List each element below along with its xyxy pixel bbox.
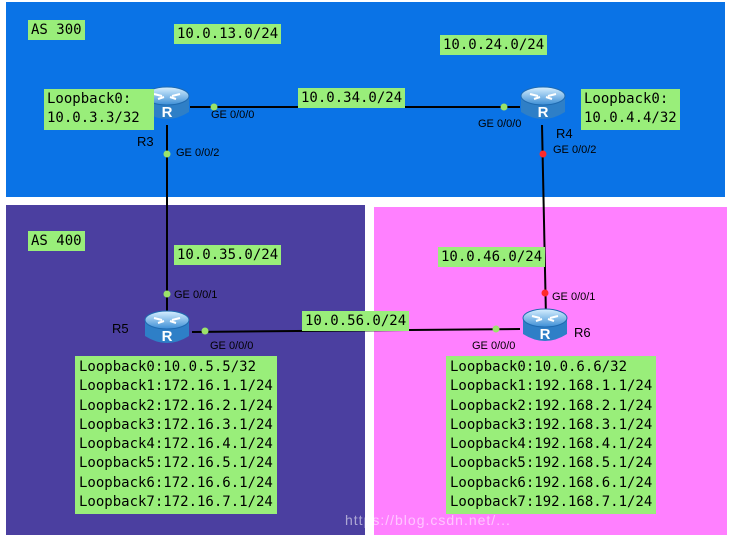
port-dot-r3-ge002 <box>163 150 171 158</box>
port-label: GE 0/0/0 <box>210 340 254 352</box>
loopback-entry: Loopback4:172.16.4.1/24 <box>79 436 273 453</box>
port-label: GE 0/0/2 <box>176 147 220 159</box>
router-name-r5: R5 <box>112 321 129 336</box>
router-icon[interactable]: R <box>142 84 192 126</box>
router-name-r4: R4 <box>556 126 573 141</box>
port-label: GE 0/0/1 <box>552 291 596 303</box>
loopback-entry: Loopback6:172.16.6.1/24 <box>79 474 273 491</box>
loopback-entry: Loopback4:192.168.4.1/24 <box>450 436 653 453</box>
loopback-entry: Loopback2:192.168.2.1/24 <box>450 397 653 414</box>
router-name-r6: R6 <box>574 325 591 340</box>
loopback-entry: Loopback7:192.168.7.1/24 <box>450 494 653 511</box>
router-icon[interactable]: R <box>142 308 192 350</box>
subnet-label: 10.0.56.0/24 <box>302 311 410 331</box>
subnet-label: 10.0.13.0/24 <box>174 24 282 44</box>
router-name-r3: R3 <box>137 134 154 149</box>
svg-text:R: R <box>540 326 551 343</box>
loopback-entry: Loopback5:192.168.5.1/24 <box>450 455 653 472</box>
port-dot-r4-ge000 <box>500 103 508 111</box>
loopback-entry: Loopback6:192.168.6.1/24 <box>450 474 653 491</box>
as300-label: AS 300 <box>28 20 85 40</box>
loopback-entry: Loopback0:10.0.6.6/32 <box>450 359 628 375</box>
loopback-entry: Loopback7:172.16.7.1/24 <box>79 494 273 511</box>
r4-loopback-label: Loopback0: 10.0.4.4/32 <box>581 89 680 130</box>
router-icon[interactable]: R <box>520 306 570 348</box>
subnet-label: 10.0.34.0/24 <box>298 88 406 108</box>
port-dot-r6-ge000 <box>492 325 500 333</box>
loopback-entry: Loopback5:172.16.5.1/24 <box>79 455 273 472</box>
loopback-entry: Loopback0:10.0.5.5/32 <box>79 359 257 375</box>
watermark: https://blog.csdn.net/... <box>345 512 511 528</box>
router-icon[interactable]: R <box>518 84 568 126</box>
port-label: GE 0/0/1 <box>174 289 218 301</box>
subnet-label: 10.0.24.0/24 <box>440 35 548 55</box>
loopback-entry: Loopback1:172.16.1.1/24 <box>79 378 273 395</box>
r6-loopback-list: Loopback0:10.0.6.6/32 Loopback1:192.168.… <box>446 356 657 515</box>
r3-loopback-label: Loopback0: 10.0.3.3/32 <box>44 89 154 130</box>
loopback-entry: Loopback3:172.16.3.1/24 <box>79 416 273 433</box>
port-dot-r5-ge000 <box>201 327 209 335</box>
port-dot-r3-ge000 <box>210 103 218 111</box>
port-dot-r6-ge001 <box>541 289 549 297</box>
loopback-entry: Loopback1:192.168.1.1/24 <box>450 378 653 395</box>
loopback-entry: Loopback3:192.168.3.1/24 <box>450 416 653 433</box>
subnet-label: 10.0.46.0/24 <box>438 247 546 267</box>
as400-label: AS 400 <box>28 231 85 251</box>
port-dot-r4-ge002 <box>539 150 547 158</box>
svg-text:R: R <box>162 328 173 345</box>
subnet-label: 10.0.35.0/24 <box>174 245 282 265</box>
port-label: GE 0/0/0 <box>478 118 522 130</box>
port-label: GE 0/0/2 <box>553 144 597 156</box>
port-label: GE 0/0/0 <box>472 340 516 352</box>
svg-text:R: R <box>538 104 549 121</box>
loopback-entry: Loopback2:172.16.2.1/24 <box>79 397 273 414</box>
port-label: GE 0/0/0 <box>211 109 255 121</box>
r5-loopback-list: Loopback0:10.0.5.5/32 Loopback1:172.16.1… <box>75 356 277 515</box>
port-dot-r5-ge001 <box>163 290 171 298</box>
svg-text:R: R <box>162 104 173 121</box>
